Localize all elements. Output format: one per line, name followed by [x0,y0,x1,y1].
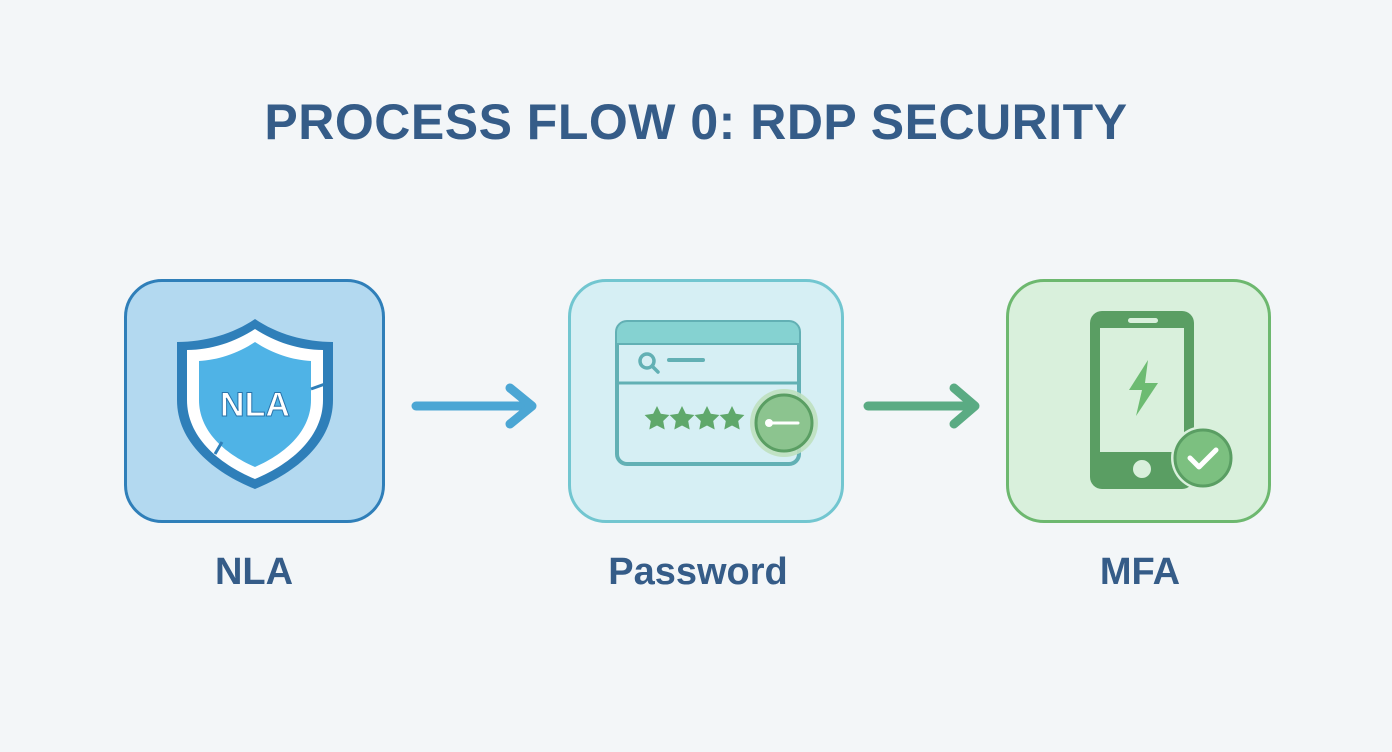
page-title: PROCESS FLOW 0: RDP SECURITY [264,94,1128,150]
step-card-nla: NLA [124,279,385,523]
step-label-nla: NLA [214,551,294,593]
lightning-icon [1129,360,1158,416]
shield-text: NLA [220,386,290,424]
mobile-phone-check-icon [1090,311,1235,490]
shield-icon: NLA [177,319,333,489]
step-card-mfa [1006,279,1271,523]
password-stars [644,406,745,430]
step-label-password: Password [608,551,788,593]
arrow-right-icon [411,383,537,429]
search-icon [638,352,660,374]
password-window-icon [615,320,818,466]
arrow-right-icon [863,383,980,429]
step-label-mfa: MFA [1099,551,1181,593]
check-badge-icon [1171,426,1235,490]
step-card-password [568,279,844,523]
key-badge-icon [750,389,818,457]
